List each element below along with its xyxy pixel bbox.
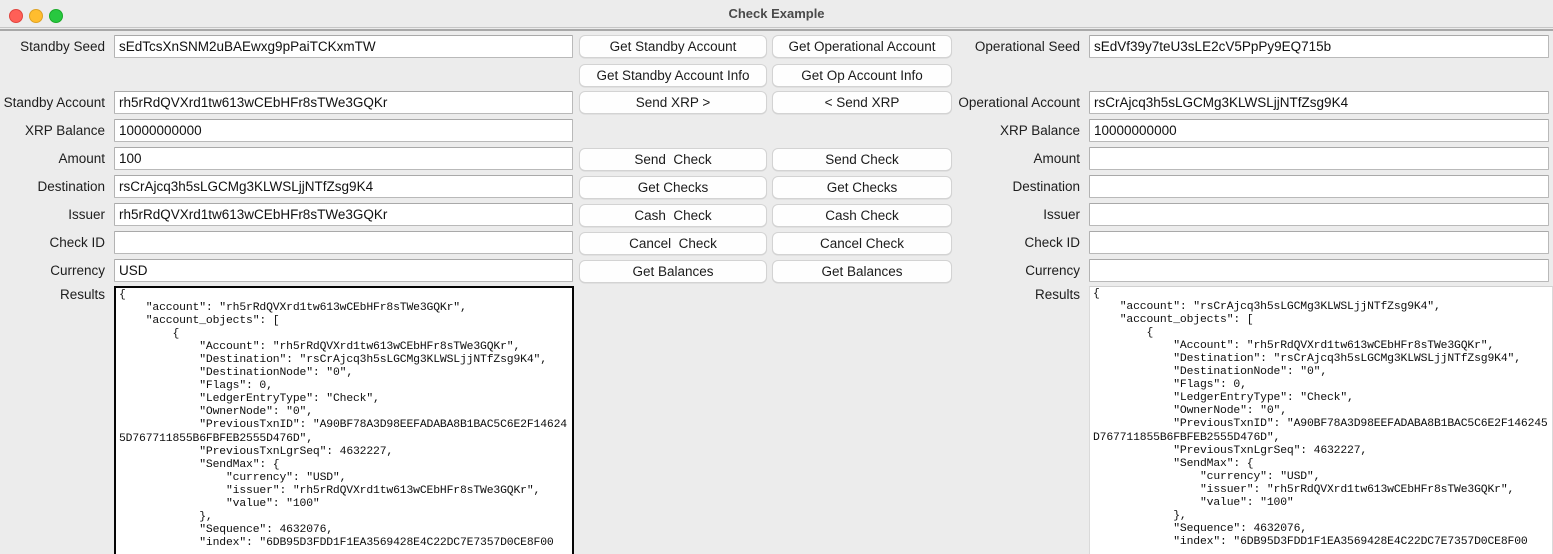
input-operational-destination[interactable] [1089, 175, 1549, 198]
button-operational-send-check[interactable]: Send Check [772, 148, 952, 171]
input-operational-amount[interactable] [1089, 147, 1549, 170]
label-operational-amount: Amount [1033, 151, 1080, 166]
input-standby-amount[interactable]: 100 [114, 147, 573, 170]
input-operational-xrp-balance[interactable]: 10000000000 [1089, 119, 1549, 142]
label-standby-destination: Destination [37, 179, 105, 194]
label-operational-currency: Currency [1025, 263, 1080, 278]
label-operational-issuer: Issuer [1043, 207, 1080, 222]
button-standby-send-check[interactable]: Send Check [579, 148, 767, 171]
button-operational-get-checks[interactable]: Get Checks [772, 176, 952, 199]
input-standby-account[interactable]: rh5rRdQVXrd1tw613wCEbHFr8sTWe3GQKr [114, 91, 573, 114]
close-button[interactable] [9, 9, 23, 23]
input-standby-check-id[interactable] [114, 231, 573, 254]
button-standby-get-checks[interactable]: Get Checks [579, 176, 767, 199]
label-standby-account: Standby Account [3, 95, 105, 110]
input-operational-seed[interactable]: sEdVf39y7teU3sLE2cV5PpPy9EQ715b [1089, 35, 1549, 58]
label-operational-results: Results [1034, 287, 1080, 302]
button-operational-cancel-check[interactable]: Cancel Check [772, 232, 952, 255]
button-operational-get-balances[interactable]: Get Balances [772, 260, 952, 283]
label-standby-amount: Amount [58, 151, 105, 166]
button-standby-get-balances[interactable]: Get Balances [579, 260, 767, 283]
label-standby-issuer: Issuer [68, 207, 105, 222]
input-standby-seed[interactable]: sEdTcsXnSNM2uBAEwxg9pPaiTCKxmTW [114, 35, 573, 58]
input-standby-xrp-balance[interactable]: 10000000000 [114, 119, 573, 142]
input-operational-check-id[interactable] [1089, 231, 1549, 254]
button-get-op-account-info[interactable]: Get Op Account Info [772, 64, 952, 87]
label-standby-seed: Standby Seed [20, 39, 105, 54]
input-standby-currency[interactable]: USD [114, 259, 573, 282]
label-operational-destination: Destination [1012, 179, 1080, 194]
label-standby-results: Results [59, 287, 105, 302]
main-content: Standby Seed sEdTcsXnSNM2uBAEwxg9pPaiTCK… [0, 29, 1553, 554]
button-send-xrp-right[interactable]: Send XRP > [579, 91, 767, 114]
window-title: Check Example [728, 6, 825, 21]
input-operational-account[interactable]: rsCrAjcq3h5sLGCMg3KLWSLjjNTfZsg9K4 [1089, 91, 1549, 114]
label-operational-check-id: Check ID [1024, 235, 1080, 250]
textarea-standby-results[interactable]: { "account": "rh5rRdQVXrd1tw613wCEbHFr8s… [114, 286, 574, 554]
button-operational-cash-check[interactable]: Cash Check [772, 204, 952, 227]
title-bar: Check Example [0, 0, 1553, 28]
maximize-button[interactable] [49, 9, 63, 23]
input-standby-destination[interactable]: rsCrAjcq3h5sLGCMg3KLWSLjjNTfZsg9K4 [114, 175, 573, 198]
label-standby-currency: Currency [50, 263, 105, 278]
label-standby-xrp-balance: XRP Balance [24, 123, 105, 138]
button-get-standby-account[interactable]: Get Standby Account [579, 35, 767, 58]
label-operational-seed: Operational Seed [974, 39, 1080, 54]
input-operational-issuer[interactable] [1089, 203, 1549, 226]
button-send-xrp-left[interactable]: < Send XRP [772, 91, 952, 114]
minimize-button[interactable] [29, 9, 43, 23]
input-standby-issuer[interactable]: rh5rRdQVXrd1tw613wCEbHFr8sTWe3GQKr [114, 203, 573, 226]
button-standby-cash-check[interactable]: Cash Check [579, 204, 767, 227]
textarea-operational-results[interactable]: { "account": "rsCrAjcq3h5sLGCMg3KLWSLjjN… [1089, 286, 1553, 554]
input-operational-currency[interactable] [1089, 259, 1549, 282]
button-standby-cancel-check[interactable]: Cancel Check [579, 232, 767, 255]
button-get-standby-account-info[interactable]: Get Standby Account Info [579, 64, 767, 87]
label-standby-check-id: Check ID [49, 235, 105, 250]
label-operational-xrp-balance: XRP Balance [999, 123, 1080, 138]
button-get-operational-account[interactable]: Get Operational Account [772, 35, 952, 58]
label-operational-account: Operational Account [958, 95, 1080, 110]
